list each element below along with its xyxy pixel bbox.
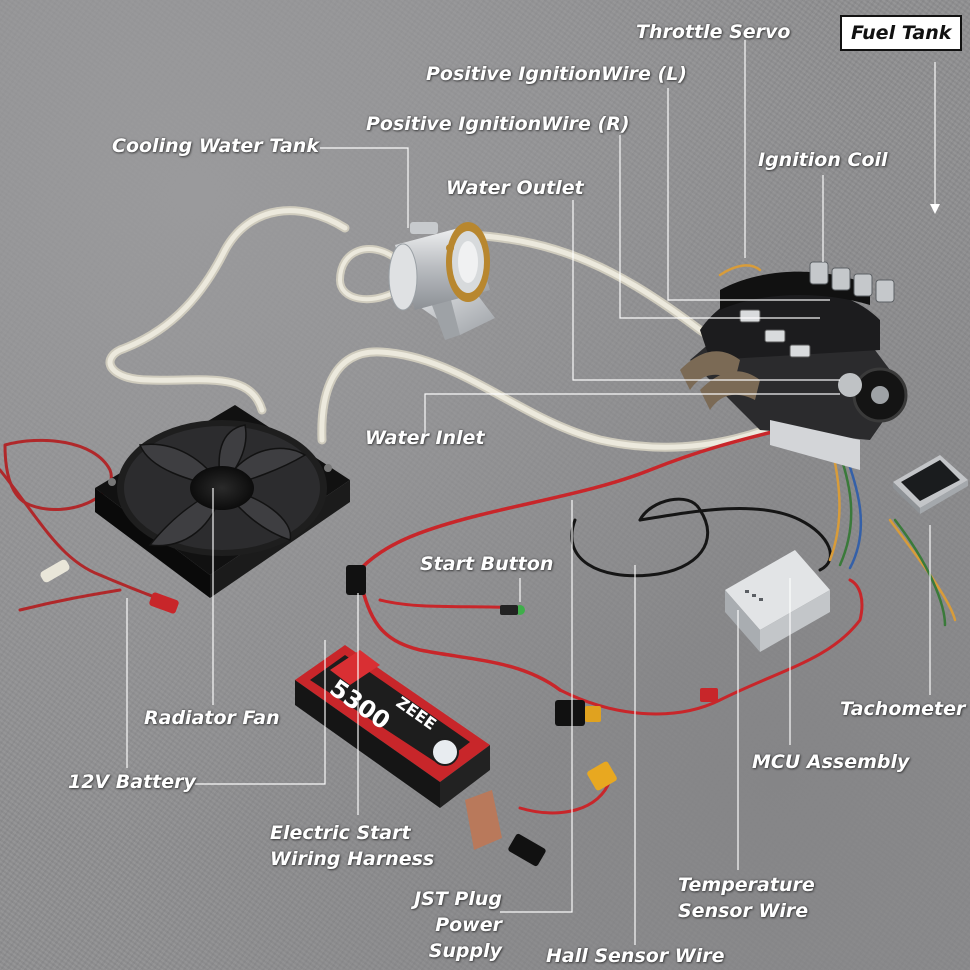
tachometer xyxy=(893,455,968,514)
leader-lines xyxy=(126,40,940,945)
label-jst-line2: Power Supply xyxy=(428,914,502,962)
label-electric-start-line2: Wiring Harness xyxy=(270,848,435,870)
label-water-inlet: Water Inlet xyxy=(365,427,485,449)
coolant-hoses xyxy=(105,206,845,452)
label-mcu-assembly: MCU Assembly xyxy=(752,751,910,773)
label-positive-ignition-wire-l: Positive IgnitionWire (L) xyxy=(426,63,687,85)
label-electric-start-line1: Electric Start xyxy=(270,822,411,844)
label-ignition-coil: Ignition Coil xyxy=(758,149,888,171)
label-jst-line1: JST Plug xyxy=(414,888,502,910)
label-positive-ignition-wire-r: Positive IgnitionWire (R) xyxy=(366,113,630,135)
label-temperature-sensor-wire: Temperature Sensor Wire xyxy=(678,872,815,924)
label-temperature-line1: Temperature xyxy=(678,874,815,896)
cooling-water-tank xyxy=(388,222,495,340)
label-throttle-servo: Throttle Servo xyxy=(636,21,791,43)
mcu-assembly xyxy=(725,550,830,652)
label-tachometer: Tachometer xyxy=(840,698,966,720)
wiring xyxy=(0,264,957,815)
label-cooling-water-tank: Cooling Water Tank xyxy=(112,135,319,157)
label-radiator-fan: Radiator Fan xyxy=(144,707,280,729)
label-jst-plug-power-supply: JST Plug Power Supply xyxy=(356,886,502,964)
label-hall-sensor-wire: Hall Sensor Wire xyxy=(546,945,725,967)
label-electric-start-wiring-harness: Electric Start Wiring Harness xyxy=(270,820,434,872)
radiator-fan xyxy=(95,405,350,598)
v8-engine xyxy=(680,261,908,470)
label-start-button: Start Button xyxy=(420,553,554,575)
label-water-outlet: Water Outlet xyxy=(446,177,584,199)
label-fuel-tank: Fuel Tank xyxy=(840,15,963,51)
label-12v-battery: 12V Battery xyxy=(68,771,196,793)
label-temperature-line2: Sensor Wire xyxy=(678,900,809,922)
connectors xyxy=(40,559,718,867)
